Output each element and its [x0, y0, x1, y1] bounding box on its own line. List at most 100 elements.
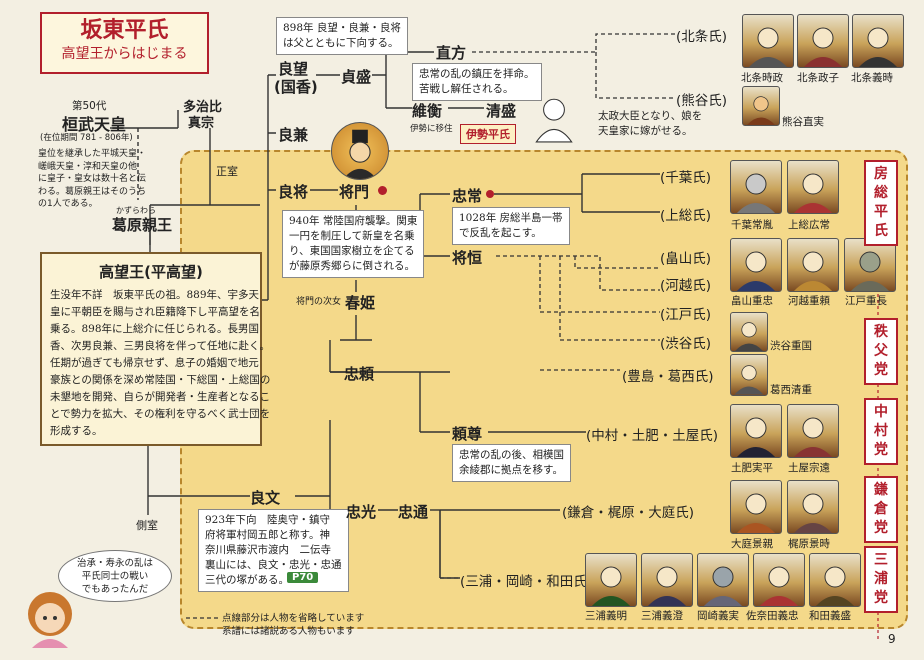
portrait-kawagoe	[787, 238, 839, 292]
tadayori-name: 忠頼	[344, 365, 375, 383]
note-yorinori: 忠常の乱の後、相模国余綾郡に拠点を移す。	[452, 444, 571, 482]
tag-boso-heishi: 房総平氏	[864, 160, 898, 246]
clan-chiba: (千葉氏)	[660, 170, 712, 186]
tajihi-name-1: 多治比	[183, 100, 223, 115]
ise-heishi-label: 伊勢平氏	[460, 124, 516, 144]
portrait-dohi	[730, 404, 782, 458]
clan-nakamura: (中村・土肥・土屋氏)	[586, 428, 719, 444]
clan-hatakeyama: (畠山氏)	[660, 251, 712, 267]
label-kajiwara: 梶原景時	[788, 538, 830, 550]
portrait-kumagai	[742, 86, 780, 126]
portrait-hojo-tokimasa	[742, 14, 794, 68]
clan-kazusa: (上総氏)	[660, 208, 712, 224]
portrait-okazaki	[697, 553, 749, 607]
kunika-name: (国香)	[274, 78, 318, 96]
takamochi-box: 高望王(平高望) 生没年不詳 坂東平氏の祖。889年、宇多天皇に平朝臣を賜与され…	[40, 252, 270, 446]
note-sadamori: 忠常の乱の鎮圧を拝命。苦戦し解任される。	[412, 63, 542, 101]
label-kawagoe: 河越重頼	[788, 295, 830, 307]
rebellion-mark-2-icon	[486, 190, 494, 198]
portrait-shibuya	[730, 312, 768, 352]
girl-mascot-icon	[22, 588, 78, 648]
portrait-chiba-tsunetane	[730, 160, 782, 214]
label-hojo-masako: 北条政子	[797, 72, 839, 84]
yoshimasa-name: 良将	[278, 183, 309, 201]
label-hatakeyama: 畠山重忠	[731, 295, 773, 307]
portrait-kasai	[730, 354, 768, 396]
tajihi-name-2: 真宗	[188, 116, 215, 131]
label-miura-yoshizumi: 三浦義澄	[641, 610, 683, 622]
korehira-name: 維衡	[412, 102, 443, 120]
label-hojo-yoshitoki: 北条義時	[851, 72, 893, 84]
clan-kamakura: (鎌倉・梶原・大庭氏)	[562, 505, 695, 521]
label-tsuchiya: 土屋宗遠	[788, 462, 830, 474]
clan-edo: (江戸氏)	[660, 307, 712, 323]
label-kasai: 葛西清重	[770, 384, 812, 396]
sadamori-name: 貞盛	[341, 68, 372, 86]
haruhime-name: 春姫	[345, 294, 376, 312]
portrait-sanada	[753, 553, 805, 607]
label-miura-yoshiaki: 三浦義明	[585, 610, 627, 622]
portrait-miura-yoshiaki	[585, 553, 637, 607]
label-oba: 大庭景親	[731, 538, 773, 550]
note-yoshifumi: 923年下向 陸奥守・鎮守府将軍村岡五郎と称す。神奈川県藤沢市渡内 二伝寺裏山に…	[198, 509, 349, 592]
legend-note: 点線部分は人物を省略しています系譜には諸説ある人物もいます	[222, 613, 365, 637]
portrait-wada	[809, 553, 861, 607]
note-masakado: 940年 常陸国府襲撃。関東一円を制圧して新皇を名乗り、東国国家樹立を企てるが藤…	[282, 210, 425, 278]
label-hojo-tokimasa: 北条時政	[741, 72, 783, 84]
portrait-miura-yoshizumi	[641, 553, 693, 607]
seishitsu-label: 正室	[216, 165, 238, 178]
yorinori-name: 頼尊	[452, 425, 483, 443]
masakado-name: 将門	[339, 183, 370, 201]
clan-shibuya: (渋谷氏)	[660, 336, 712, 352]
kuzuhara-ruby: かずらわら	[116, 206, 156, 215]
note-kiyomori: 太政大臣となり、娘を天皇家に嫁がせる。	[598, 110, 703, 137]
portrait-hojo-yoshitoki	[852, 14, 904, 68]
kuzuhara-name: 葛原親王	[112, 216, 173, 234]
tag-kamakura-to: 鎌倉党	[864, 476, 898, 543]
note-898: 898年 良望・良兼・良将は父とともに下向する。	[276, 17, 408, 55]
label-kazusa-hirotsune: 上総広常	[788, 219, 830, 231]
clan-hojo: (北条氏)	[676, 29, 728, 45]
kanmu-note: 皇位を継承した平城天皇・嵯峨天皇・淳和天皇の他に皇子・皇女は数十名と伝わる。葛原…	[38, 149, 147, 209]
portrait-kajiwara	[787, 480, 839, 534]
kiyomori-portrait	[528, 92, 580, 144]
tadamichi-name: 忠通	[398, 503, 429, 521]
takamochi-name: 高望王(平高望)	[99, 263, 203, 281]
sokushitsu-label: 側室	[136, 519, 158, 532]
masatsune-name: 将恒	[452, 249, 483, 267]
portrait-edo	[844, 238, 896, 292]
title-main: 坂東平氏	[80, 17, 169, 43]
yoshifumi-name: 良文	[250, 489, 281, 507]
note-tadatsune: 1028年 房総半島一帯で反乱を起こす。	[452, 207, 570, 245]
tadamitsu-name: 忠光	[346, 503, 377, 521]
label-sanada: 佐奈田義忠	[746, 610, 799, 622]
title-sub: 高望王からはじまる	[61, 46, 188, 62]
tadatsune-name: 忠常	[452, 187, 483, 205]
kanmu-reign: (在位期間 781 - 806年)	[40, 133, 133, 143]
page-title: 坂東平氏 高望王からはじまる	[40, 12, 209, 74]
naokata-name: 直方	[436, 44, 467, 62]
label-wada: 和田義盛	[809, 610, 851, 622]
kanmu-generation: 第50代	[72, 100, 107, 112]
masakado-portrait	[331, 122, 389, 180]
tag-nakamura-to: 中村党	[864, 398, 898, 465]
speech-bubble: 治承・寿永の乱は平氏同士の戦いでもあったんだ	[58, 550, 172, 602]
page-reference-link[interactable]: P70	[287, 572, 319, 583]
yoshikane-name: 良兼	[278, 126, 309, 144]
clan-toshima: (豊島・葛西氏)	[622, 369, 714, 385]
clan-kumagai: (熊谷氏)	[676, 93, 728, 109]
label-chiba-tsunetane: 千葉常胤	[731, 219, 773, 231]
portrait-hatakeyama	[730, 238, 782, 292]
label-shibuya: 渋谷重国	[770, 340, 812, 352]
label-kumagai: 熊谷直実	[782, 116, 824, 128]
portrait-hojo-masako	[797, 14, 849, 68]
label-okazaki: 岡崎義実	[697, 610, 739, 622]
kiyomori-name: 清盛	[486, 102, 517, 120]
masakado-daughter-label: 将門の次女	[296, 297, 342, 307]
portrait-kazusa-hirotsune	[787, 160, 839, 214]
tag-chichibu-to: 秩父党	[864, 318, 898, 385]
label-dohi: 土肥実平	[731, 462, 773, 474]
portrait-tsuchiya	[787, 404, 839, 458]
ise-move-note: 伊勢に移住	[410, 124, 453, 134]
tag-miura-to: 三浦党	[864, 546, 898, 613]
